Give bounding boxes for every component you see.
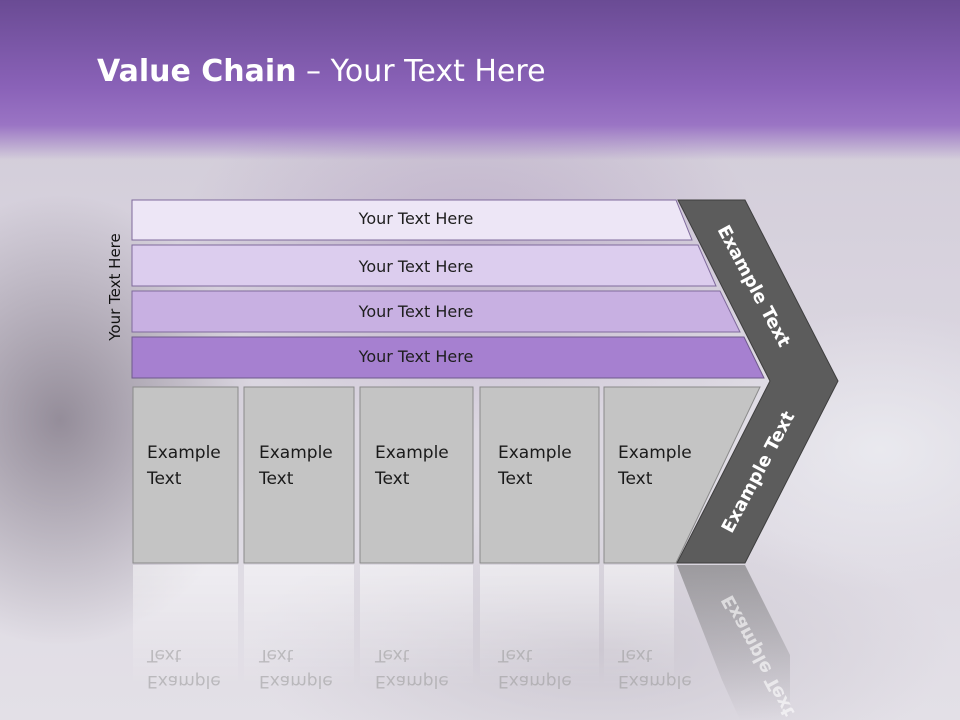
reflection-text: Example Text Example Text Example Text E… <box>146 645 692 691</box>
reflection-line2: Text <box>497 645 533 665</box>
primary-box-line2: Text <box>497 469 533 489</box>
support-row-label: Your Text Here <box>358 209 474 228</box>
reflection-line1: Example <box>375 671 449 691</box>
primary-box: Example Text <box>132 386 239 564</box>
primary-box-line1: Example <box>147 443 221 463</box>
reflection-line1: Example <box>147 671 221 691</box>
support-row-label: Your Text Here <box>358 257 474 276</box>
primary-box-line2: Text <box>258 469 294 489</box>
reflection-line1: Example <box>618 671 692 691</box>
support-row: Your Text Here <box>131 244 717 287</box>
support-row-label: Your Text Here <box>358 302 474 321</box>
primary-box: Example Text <box>603 386 761 564</box>
reflection-line1: Example <box>498 671 572 691</box>
page-title-bold: Value Chain <box>97 54 297 89</box>
primary-box: Example Text <box>243 386 355 564</box>
support-row-shape <box>131 199 693 241</box>
primary-box-line2: Text <box>146 469 182 489</box>
reflection-line2: Text <box>617 645 653 665</box>
support-row: Your Text Here <box>131 199 693 241</box>
support-row-shape <box>131 244 717 287</box>
margin-chevron-reflection: Example Text <box>677 565 800 720</box>
primary-box-line1: Example <box>259 443 333 463</box>
primary-box: Example Text <box>359 386 474 564</box>
support-row-shape <box>131 290 741 333</box>
reflection-line1: Example <box>259 671 333 691</box>
support-row: Your Text Here <box>131 290 741 333</box>
primary-box-line2: Text <box>617 469 653 489</box>
primary-box-line1: Example <box>498 443 572 463</box>
primary-box-line1: Example <box>375 443 449 463</box>
primary-box-reflection <box>133 565 674 685</box>
reflection-line2: Text <box>258 645 294 665</box>
reflection-line2: Text <box>374 645 410 665</box>
margin-chevron-shape <box>676 199 839 564</box>
primary-box: Example Text <box>479 386 600 564</box>
page-title-rest: – Your Text Here <box>296 54 546 89</box>
support-row: Your Text Here <box>131 336 765 379</box>
primary-box-line1: Example <box>618 443 692 463</box>
primary-box-line2: Text <box>374 469 410 489</box>
reflection-line2: Text <box>146 645 182 665</box>
page-title: Value Chain – Your Text Here <box>97 54 546 89</box>
header-band <box>0 0 960 160</box>
support-row-label: Your Text Here <box>358 347 474 366</box>
support-row-shape <box>131 336 765 379</box>
